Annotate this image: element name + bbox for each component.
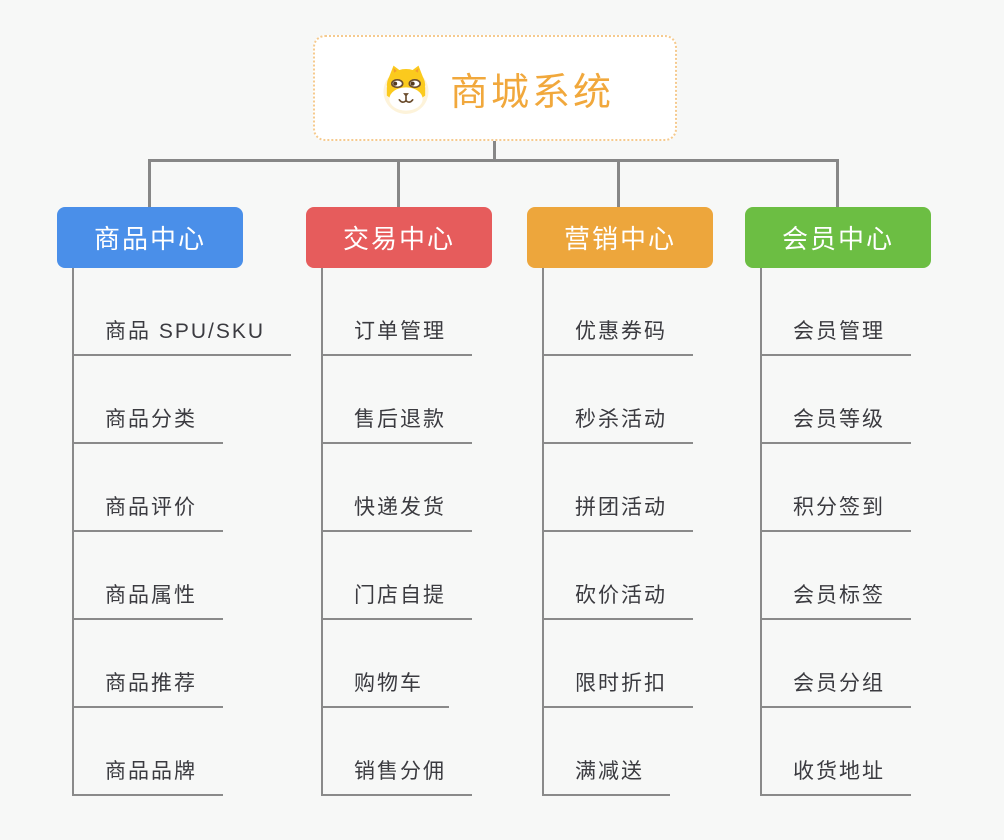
leaf-node[interactable]: 订单管理 bbox=[323, 268, 472, 356]
branch-node-member-center[interactable]: 会员中心 bbox=[745, 207, 931, 268]
leaf-node[interactable]: 销售分佣 bbox=[323, 708, 472, 796]
leaf-node[interactable]: 限时折扣 bbox=[544, 620, 693, 708]
branch-node-product-center[interactable]: 商品中心 bbox=[57, 207, 243, 268]
leaf-label[interactable]: 秒杀活动 bbox=[544, 403, 693, 444]
leaf-label[interactable]: 商品 SPU/SKU bbox=[74, 315, 292, 356]
leaf-node[interactable]: 满减送 bbox=[544, 708, 693, 796]
leaf-label[interactable]: 订单管理 bbox=[323, 315, 472, 356]
leaf-label[interactable]: 快递发货 bbox=[323, 491, 472, 532]
leaf-node[interactable]: 会员标签 bbox=[762, 532, 911, 620]
leaf-label[interactable]: 砍价活动 bbox=[544, 579, 693, 620]
connector-stub-product bbox=[148, 159, 151, 208]
leaf-label[interactable]: 商品属性 bbox=[74, 579, 223, 620]
leaf-node[interactable]: 购物车 bbox=[323, 620, 472, 708]
leaf-list-member-center: 会员管理 会员等级 积分签到 会员标签 会员分组 收货地址 bbox=[760, 268, 911, 796]
leaf-label[interactable]: 拼团活动 bbox=[544, 491, 693, 532]
leaf-node[interactable]: 秒杀活动 bbox=[544, 356, 693, 444]
leaf-label[interactable]: 售后退款 bbox=[323, 403, 472, 444]
connector-horizontal bbox=[148, 159, 839, 162]
leaf-label[interactable]: 满减送 bbox=[544, 755, 670, 796]
leaf-label[interactable]: 商品分类 bbox=[74, 403, 223, 444]
leaf-label[interactable]: 会员分组 bbox=[762, 667, 911, 708]
leaf-label[interactable]: 会员管理 bbox=[762, 315, 911, 356]
leaf-node[interactable]: 拼团活动 bbox=[544, 444, 693, 532]
leaf-node[interactable]: 商品品牌 bbox=[74, 708, 291, 796]
leaf-label[interactable]: 限时折扣 bbox=[544, 667, 693, 708]
leaf-label[interactable]: 收货地址 bbox=[762, 755, 911, 796]
root-node[interactable]: 商城系统 bbox=[313, 35, 677, 141]
leaf-node[interactable]: 会员管理 bbox=[762, 268, 911, 356]
connector-stub-trade bbox=[397, 159, 400, 208]
leaf-label[interactable]: 商品评价 bbox=[74, 491, 223, 532]
leaf-node[interactable]: 商品分类 bbox=[74, 356, 291, 444]
leaf-node[interactable]: 优惠券码 bbox=[544, 268, 693, 356]
connector-stub-marketing bbox=[617, 159, 620, 208]
root-title: 商城系统 bbox=[449, 71, 614, 114]
leaf-node[interactable]: 收货地址 bbox=[762, 708, 911, 796]
leaf-node[interactable]: 门店自提 bbox=[323, 532, 472, 620]
leaf-label[interactable]: 商品品牌 bbox=[74, 755, 223, 796]
leaf-label[interactable]: 销售分佣 bbox=[323, 755, 472, 796]
leaf-label[interactable]: 商品推荐 bbox=[74, 667, 223, 708]
branch-node-marketing-center[interactable]: 营销中心 bbox=[527, 207, 713, 268]
leaf-node[interactable]: 商品 SPU/SKU bbox=[74, 268, 292, 356]
branch-node-trade-center[interactable]: 交易中心 bbox=[306, 207, 492, 268]
leaf-list-trade-center: 订单管理 售后退款 快递发货 门店自提 购物车 销售分佣 bbox=[321, 268, 472, 796]
leaf-node[interactable]: 商品属性 bbox=[74, 532, 291, 620]
leaf-label[interactable]: 优惠券码 bbox=[544, 315, 693, 356]
leaf-node[interactable]: 砍价活动 bbox=[544, 532, 693, 620]
leaf-label[interactable]: 会员标签 bbox=[762, 579, 911, 620]
leaf-node[interactable]: 会员分组 bbox=[762, 620, 911, 708]
leaf-label[interactable]: 会员等级 bbox=[762, 403, 911, 444]
connector-stub-member bbox=[836, 159, 839, 208]
leaf-label[interactable]: 购物车 bbox=[323, 667, 449, 708]
connector-root-stub bbox=[493, 141, 496, 160]
dog-logo-icon bbox=[383, 65, 429, 114]
leaf-node[interactable]: 售后退款 bbox=[323, 356, 472, 444]
leaf-node[interactable]: 会员等级 bbox=[762, 356, 911, 444]
leaf-list-product-center: 商品 SPU/SKU 商品分类 商品评价 商品属性 商品推荐 商品品牌 bbox=[72, 268, 292, 796]
leaf-list-marketing-center: 优惠券码 秒杀活动 拼团活动 砍价活动 限时折扣 满减送 bbox=[542, 268, 693, 796]
leaf-label[interactable]: 积分签到 bbox=[762, 491, 911, 532]
leaf-node[interactable]: 快递发货 bbox=[323, 444, 472, 532]
leaf-label[interactable]: 门店自提 bbox=[323, 579, 472, 620]
leaf-node[interactable]: 商品评价 bbox=[74, 444, 291, 532]
leaf-node[interactable]: 商品推荐 bbox=[74, 620, 291, 708]
leaf-node[interactable]: 积分签到 bbox=[762, 444, 911, 532]
